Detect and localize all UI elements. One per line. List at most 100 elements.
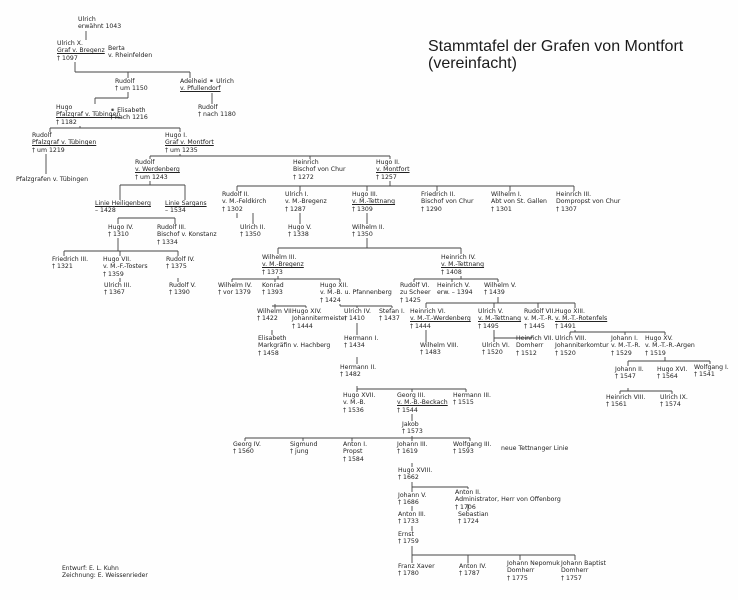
person-hugo-xv: Hugo XV.v. M.-T.-R.-Argen† 1519: [645, 335, 695, 357]
person-line: Georg IV.: [233, 441, 261, 448]
person-line: Domherr: [561, 567, 589, 575]
person-line: v. Werdenberg: [135, 166, 180, 174]
person-rudolf-1150: Rudolf† um 1150: [115, 78, 148, 93]
person-line: † um 1150: [115, 85, 148, 93]
person-line: v. Pfullendorf: [180, 85, 221, 93]
person-line: † 1564: [657, 373, 678, 381]
person-line: Franz Xaver: [398, 563, 435, 570]
person-line: Dompropst von Chur: [556, 198, 621, 206]
person-wilhelm-ii: Wilhelm II.† 1350: [352, 224, 384, 239]
person-line: † 1437: [379, 315, 400, 323]
person-line: Rudolf II.: [222, 191, 250, 198]
person-line: Hugo XVII.: [343, 392, 376, 399]
person-hugo-xiv: Hugo XIV.Johannitermeister† 1444: [292, 308, 347, 330]
person-line: Pfalzgraf v. Tübingen: [32, 139, 97, 147]
person-line: v. M.-B.: [343, 399, 366, 407]
person-line: † 1780: [398, 570, 419, 578]
person-line: Jakob: [402, 421, 419, 428]
person-line: erw. – 1394: [437, 289, 473, 297]
person-line: † 1787: [459, 570, 480, 578]
person-line: † 1706: [455, 503, 476, 511]
credit-drawing: Zeichnung: E. Weissenrieder: [62, 572, 148, 579]
person-line: Linie Heiligenberg: [95, 200, 151, 207]
person-sebastian: Sebastian† 1724: [458, 511, 489, 526]
person-line: † 1547: [615, 373, 636, 381]
person-line: Ulrich VIII.: [555, 335, 587, 342]
person-line: † um 1235: [165, 146, 198, 154]
person-line: v. M.-Tettnang: [352, 198, 396, 206]
person-line: Ulrich IV.: [344, 308, 372, 315]
person-johann-i: Johann I.v. M.-T.-R.† 1529: [611, 335, 640, 357]
person-line: † 1434: [344, 342, 365, 350]
person-line: Wilhelm III.: [262, 254, 297, 261]
person-line: Ulrich III.: [104, 282, 132, 289]
person-line: Rudolf IV.: [166, 256, 195, 263]
person-line: Wilhelm I.: [491, 191, 522, 198]
person-line: † 1619: [397, 448, 418, 456]
person-line: v. Montfort: [376, 166, 410, 174]
person-line: Elisabeth: [258, 335, 287, 342]
person-line: † 1541: [694, 371, 715, 379]
person-line: † 1482: [340, 371, 361, 379]
person-hermann-i: Hermann I.† 1434: [344, 335, 378, 350]
person-line: Domherr: [516, 342, 544, 350]
person-line: † 1515: [453, 399, 474, 407]
person-georg-iv: Georg IV.† 1560: [233, 441, 261, 456]
person-johann-ii: Johann II.† 1547: [615, 366, 644, 381]
person-line: Bischof von Chur: [421, 198, 474, 206]
person-line: v. M.-T.-Rotenfels: [555, 315, 608, 323]
person-johann-v: Johann V.† 1686: [398, 492, 427, 507]
person-hugo-xviii: Hugo XVIII.† 1662: [398, 467, 432, 482]
person-rudolf-v: Rudolf V.† 1390: [169, 282, 196, 297]
person-anton-i: Anton I.Propst† 1584: [343, 441, 367, 463]
person-hermann-ii: Hermann II.† 1482: [340, 364, 376, 379]
person-line: v. Rheinfelden: [108, 52, 153, 60]
person-line: † 1560: [233, 448, 254, 456]
person-line: † 1097: [57, 54, 78, 62]
person-line: Heinrich VII.: [516, 335, 554, 342]
person-line: † 1519: [645, 349, 666, 357]
person-line: † 1544: [397, 406, 418, 414]
person-line: † 1393: [262, 289, 283, 297]
person-hermann-iii: Hermann III.† 1515: [453, 392, 491, 407]
person-heinrich-vii: Heinrich VII.Domherr† 1512: [516, 335, 554, 357]
person-wilhelm-vii: Wilhelm VII.† 1422: [257, 308, 294, 323]
person-line: Anton I.: [343, 441, 368, 448]
person-line: † 1520: [482, 349, 503, 357]
person-line: † 1390: [169, 289, 190, 297]
person-line: † 1593: [453, 448, 474, 456]
person-line: v. M.-T.-Werdenberg: [410, 315, 471, 323]
person-line: Rudolf: [198, 104, 218, 111]
person-line: Friedrich III.: [52, 256, 89, 263]
person-line: Friedrich II.: [421, 191, 456, 198]
person-line: Ernst: [398, 531, 414, 538]
person-line: Hugo: [56, 104, 73, 111]
person-line: Adelheid ⚭ Ulrich: [180, 78, 234, 85]
person-line: † 1367: [104, 289, 125, 297]
person-line: Wolfgang III.: [453, 441, 492, 448]
person-line: Johann III.: [397, 441, 428, 448]
person-line: Heinrich IV.: [441, 254, 476, 261]
person-line: Hugo VII.: [103, 256, 132, 263]
person-line: Sigmund: [290, 441, 318, 448]
person-line: Wilhelm VIII.: [420, 342, 459, 349]
person-stefan-i: Stefan I.† 1437: [379, 308, 405, 323]
person-line: Rudolf: [32, 132, 52, 139]
person-line: † nach 1180: [198, 111, 236, 119]
person-wilhelm-iii: Wilhelm III.v. M.-Bregenz† 1373: [262, 254, 304, 276]
person-ulrich-iii: Ulrich III.† 1367: [104, 282, 131, 297]
person-line: † 1529: [611, 349, 632, 357]
person-line: Wilhelm VII.: [257, 308, 294, 315]
person-pfalzgrafen: Pfalzgrafen v. Tübingen: [16, 176, 88, 183]
person-line: † 1444: [410, 322, 431, 330]
person-line: Rudolf: [135, 159, 155, 166]
person-line: † 1301: [491, 205, 512, 213]
person-line: Johann Baptist: [561, 560, 606, 567]
person-line: † 1425: [400, 296, 421, 304]
person-hugo-vii: Hugo VII.v. M.-F.-Tosters† 1359: [103, 256, 148, 278]
person-line: Hugo XIII.: [555, 308, 585, 315]
